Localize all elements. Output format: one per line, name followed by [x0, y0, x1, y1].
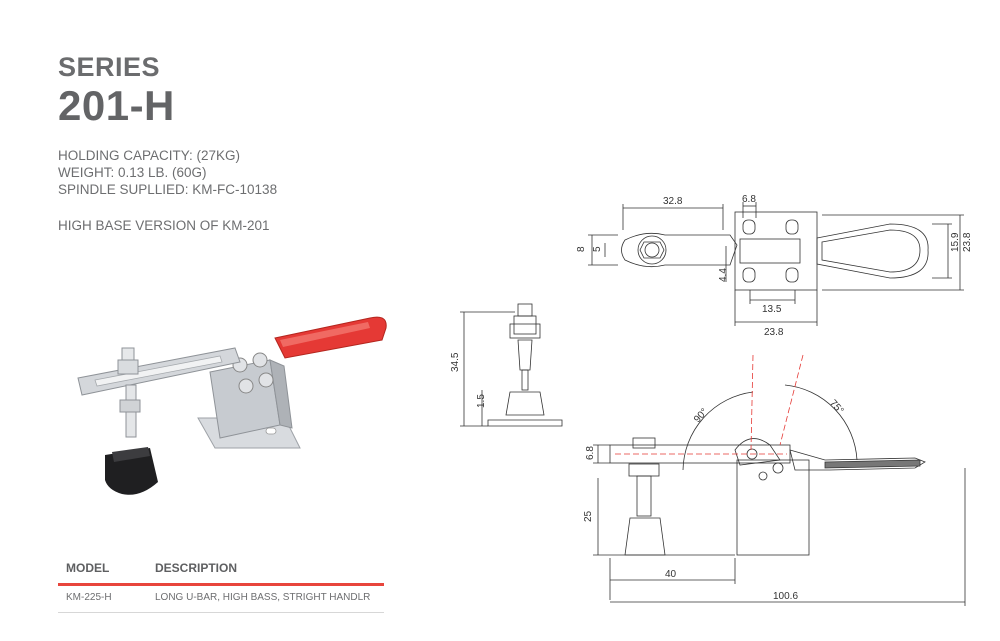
dim-front-100-6: 100.6 — [773, 591, 798, 602]
table-header-rule — [58, 583, 384, 586]
dim-top-23-8-bottom: 23.8 — [764, 327, 784, 338]
spec-spindle: SPINDLE SUPLLIED: KM-FC-10138 — [58, 182, 278, 197]
dim-front-25: 25 — [583, 510, 594, 522]
dim-top-5: 5 — [592, 246, 603, 252]
dim-side-34-5: 34.5 — [450, 352, 461, 372]
dim-top-13-5: 13.5 — [762, 304, 782, 315]
product-illustration — [77, 316, 387, 495]
dim-top-8: 8 — [576, 246, 587, 252]
model-table: MODEL DESCRIPTION KM-225-H LONG U-BAR, H… — [58, 561, 384, 613]
top-view-drawing: 32.8 6.8 8 5 4.4 13.5 23.8 15.9 23.8 — [576, 194, 973, 338]
model-code: 201-H — [58, 82, 175, 129]
spec-weight: WEIGHT: 0.13 LB. (60G) — [58, 165, 207, 180]
spec-list: HOLDING CAPACITY: (27KG) WEIGHT: 0.13 LB… — [58, 147, 277, 198]
column-header-description: DESCRIPTION — [155, 561, 238, 575]
cell-description: LONG U-BAR, HIGH BASS, STRIGHT HANDLR — [155, 592, 371, 603]
table-header: MODEL DESCRIPTION — [58, 561, 384, 581]
table-row-divider — [58, 612, 384, 613]
dim-front-6-8: 6.8 — [585, 446, 596, 460]
front-view-drawing: 90° 75° 6.8 25 40 100.6 — [583, 354, 966, 606]
dim-side-1-5: 1.5 — [476, 394, 487, 408]
angle-90: 90° — [692, 407, 710, 426]
dim-top-15-9: 15.9 — [950, 232, 961, 252]
cell-model: KM-225-H — [66, 592, 112, 603]
side-view-drawing: 34.5 1.5 — [450, 303, 563, 427]
spec-holding-capacity: HOLDING CAPACITY: (27KG) — [58, 148, 241, 163]
dim-front-40: 40 — [665, 569, 677, 580]
table-row: KM-225-H LONG U-BAR, HIGH BASS, STRIGHT … — [58, 592, 384, 610]
column-header-model: MODEL — [66, 561, 110, 575]
dim-top-4-4: 4.4 — [718, 268, 729, 282]
angle-75: 75° — [827, 398, 845, 417]
dim-top-6-8: 6.8 — [742, 194, 756, 205]
version-note: HIGH BASE VERSION OF KM-201 — [58, 218, 270, 233]
series-label: SERIES — [58, 52, 161, 82]
dim-top-32-8: 32.8 — [663, 196, 683, 207]
dim-top-23-8-right: 23.8 — [962, 232, 973, 252]
